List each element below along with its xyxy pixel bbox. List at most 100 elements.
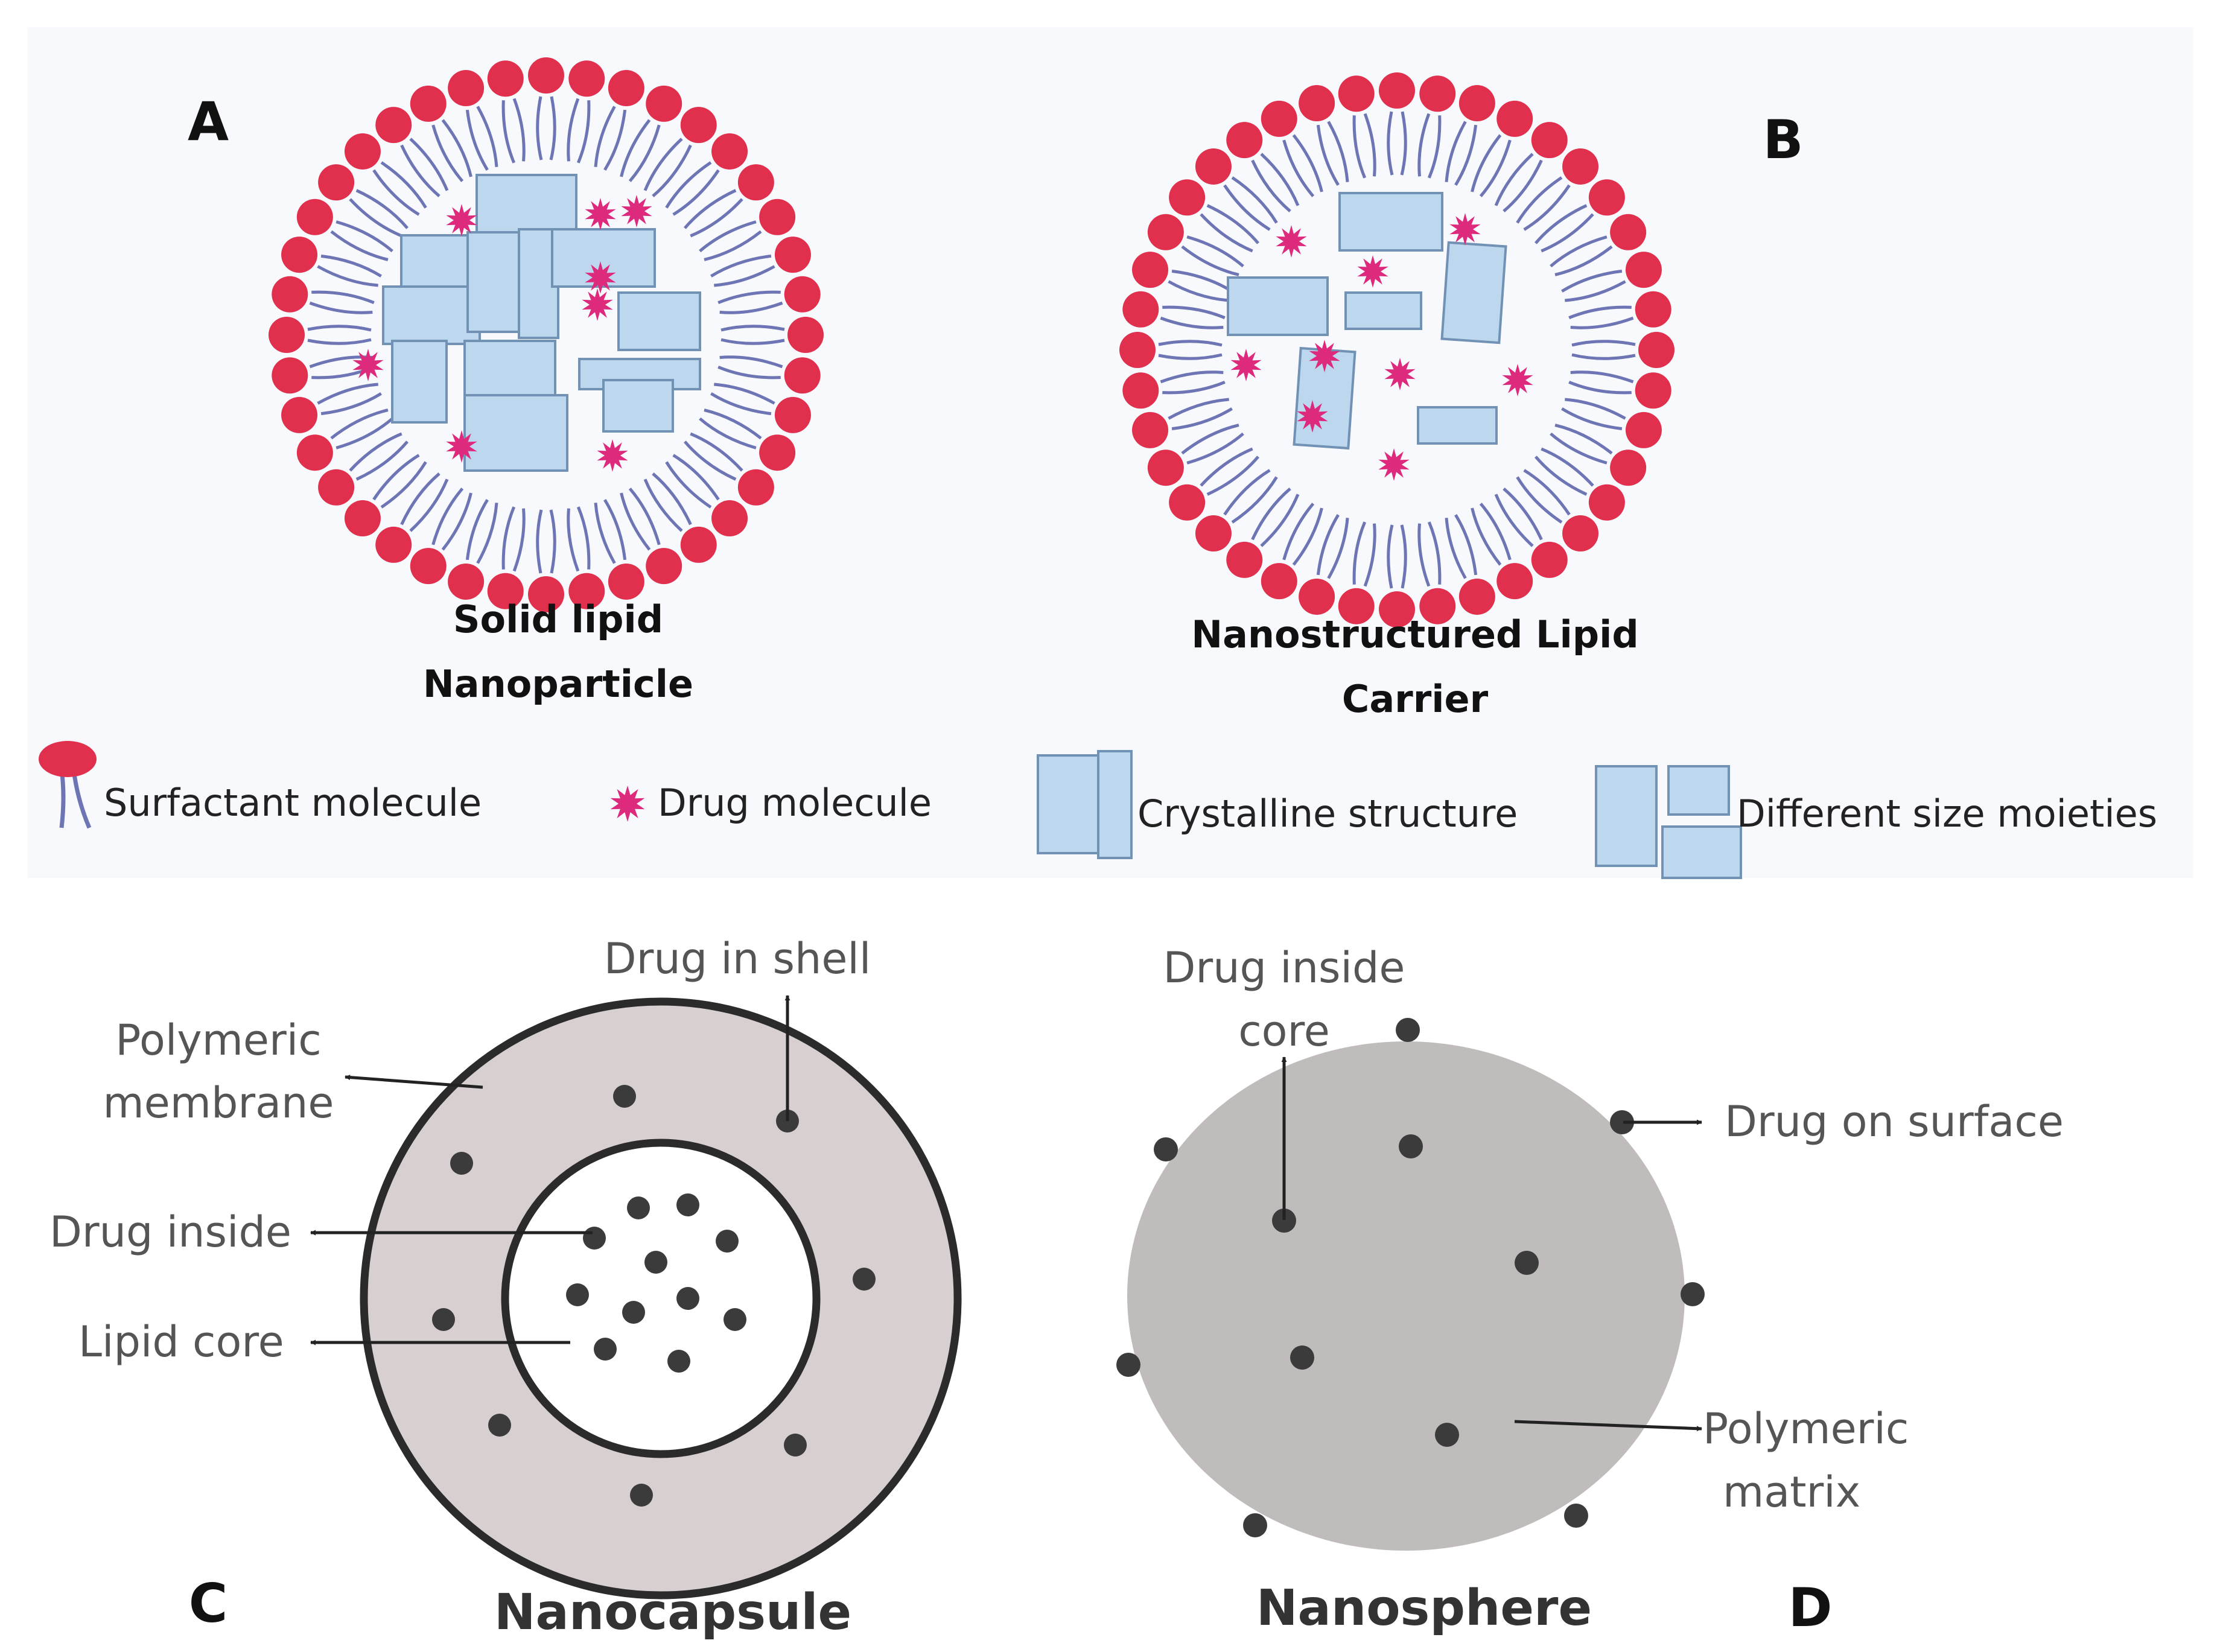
surfactant-tail: [476, 106, 498, 167]
surfactant-head: [1458, 85, 1495, 122]
arrow-polymeric-membrane: [345, 1075, 483, 1089]
surfactant-tail: [355, 189, 409, 229]
drug-dot: [716, 1230, 739, 1253]
drug-dot: [583, 1227, 606, 1250]
surfactant-tail: [720, 338, 785, 345]
label-drug-inside-core-line1: Drug inside: [1163, 943, 1405, 993]
surfactant-tail: [1282, 139, 1315, 197]
drug-dot: [566, 1283, 589, 1306]
panel-a-title-line1: Solid lipid: [453, 597, 663, 641]
drug-dot: [853, 1268, 876, 1291]
surfactant-head: [269, 317, 305, 353]
drug-dot: [1116, 1353, 1140, 1377]
label-lipid-core: Lipid core: [78, 1317, 284, 1367]
surfactant-tail: [372, 169, 420, 216]
surfactant-tail: [549, 96, 556, 160]
surfactant-tail: [1400, 524, 1407, 589]
surfactant-head: [1338, 75, 1375, 112]
surfactant-tail: [431, 488, 464, 545]
panel-a-title-line2: Nanoparticle: [423, 662, 693, 706]
drug-dot: [676, 1287, 699, 1310]
surfactant-tail: [320, 254, 382, 278]
surfactant-tail: [465, 109, 489, 171]
surfactant-tail: [665, 461, 712, 509]
drug-dot: [1610, 1110, 1634, 1134]
surfactant-tail: [1186, 432, 1244, 465]
surfactant-tail: [1387, 524, 1394, 589]
surfactant-molecule-icon: [39, 741, 97, 829]
surfactant-head: [375, 526, 412, 563]
crystal-block: [1417, 406, 1498, 445]
surfactant-head: [375, 107, 412, 144]
surfactant-tail: [336, 220, 393, 253]
surfactant-tail: [603, 499, 627, 561]
surfactant-head: [1132, 411, 1169, 448]
surfactant-tail: [672, 169, 720, 216]
drug-molecule: [446, 430, 477, 463]
lipid-core: [501, 1139, 821, 1458]
surfactant-head: [608, 70, 644, 107]
surfactant-head: [711, 500, 748, 537]
surfactant-head: [1635, 372, 1671, 409]
surfactant-tail: [1471, 134, 1502, 192]
arrow-polymeric-matrix: [1514, 1420, 1702, 1432]
surfactant-tail: [400, 144, 441, 197]
drug-dot: [450, 1152, 473, 1175]
surfactant-tail: [1479, 503, 1512, 561]
drug-dot: [1515, 1251, 1539, 1275]
surfactant-tail: [684, 440, 737, 481]
surfactant-tail: [1565, 398, 1626, 420]
surfactant-tail: [307, 325, 372, 332]
surfactant-tail: [1171, 407, 1233, 431]
surfactant-head: [448, 70, 485, 107]
capsule-drug-dots: [432, 1085, 876, 1507]
surfactant-tail: [1231, 476, 1278, 524]
drug-molecule: [582, 288, 613, 321]
legend: Surfactant molecule Drug molecule Crysta…: [39, 741, 2157, 879]
surfactant-tail: [1231, 176, 1278, 224]
drug-dot: [1435, 1423, 1459, 1447]
surfactant-head: [1379, 72, 1415, 109]
surfactant-tail: [576, 506, 591, 570]
surfactant-tail: [690, 198, 743, 238]
surfactant-head: [1562, 148, 1599, 185]
surfactant-tail: [1168, 398, 1229, 420]
surfactant-tail: [1561, 269, 1623, 293]
surfactant-head: [1610, 214, 1647, 250]
surfactant-tail: [330, 230, 389, 261]
drug-dot: [622, 1301, 645, 1324]
surfactant-tail: [1158, 340, 1223, 347]
surfactant-tail: [349, 198, 402, 238]
surfactant-head: [528, 576, 564, 612]
drug-dot: [1399, 1134, 1423, 1158]
surfactant-tail: [1171, 269, 1233, 293]
surfactant-tail: [620, 492, 651, 551]
drug-molecule: [585, 261, 616, 294]
label-polymeric-line2: membrane: [103, 1078, 334, 1128]
drug-molecule: [1378, 448, 1410, 481]
legend-drug-label: Drug molecule: [658, 781, 932, 825]
surfactant-tail: [603, 109, 627, 171]
drug-dot: [724, 1308, 746, 1331]
surfactant-head: [487, 60, 524, 97]
drug-dot: [1290, 1345, 1314, 1370]
surfactant-tail: [714, 265, 775, 287]
drug-molecule: [597, 439, 628, 472]
crystal-block: [463, 394, 568, 472]
surfactant-tail: [690, 432, 743, 472]
surfactant-tail: [1554, 245, 1613, 276]
surfactant-head: [784, 276, 821, 313]
surfactant-tail: [1158, 353, 1223, 360]
surfactant-head: [1132, 252, 1169, 288]
drug-molecule: [1309, 340, 1340, 372]
label-drug-on-surface: Drug on surface: [1725, 1097, 2064, 1146]
surfactant-tail: [512, 98, 526, 162]
surfactant-tail: [1400, 111, 1407, 176]
surfactant-tail: [476, 503, 498, 564]
surfactant-head: [1625, 411, 1662, 448]
surfactant-head: [646, 548, 682, 585]
crystal-block: [391, 340, 448, 424]
label-drug-in-shell: Drug in shell: [604, 934, 871, 983]
surfactant-tail: [719, 301, 783, 314]
panel-b-title-line2: Carrier: [1342, 677, 1489, 721]
